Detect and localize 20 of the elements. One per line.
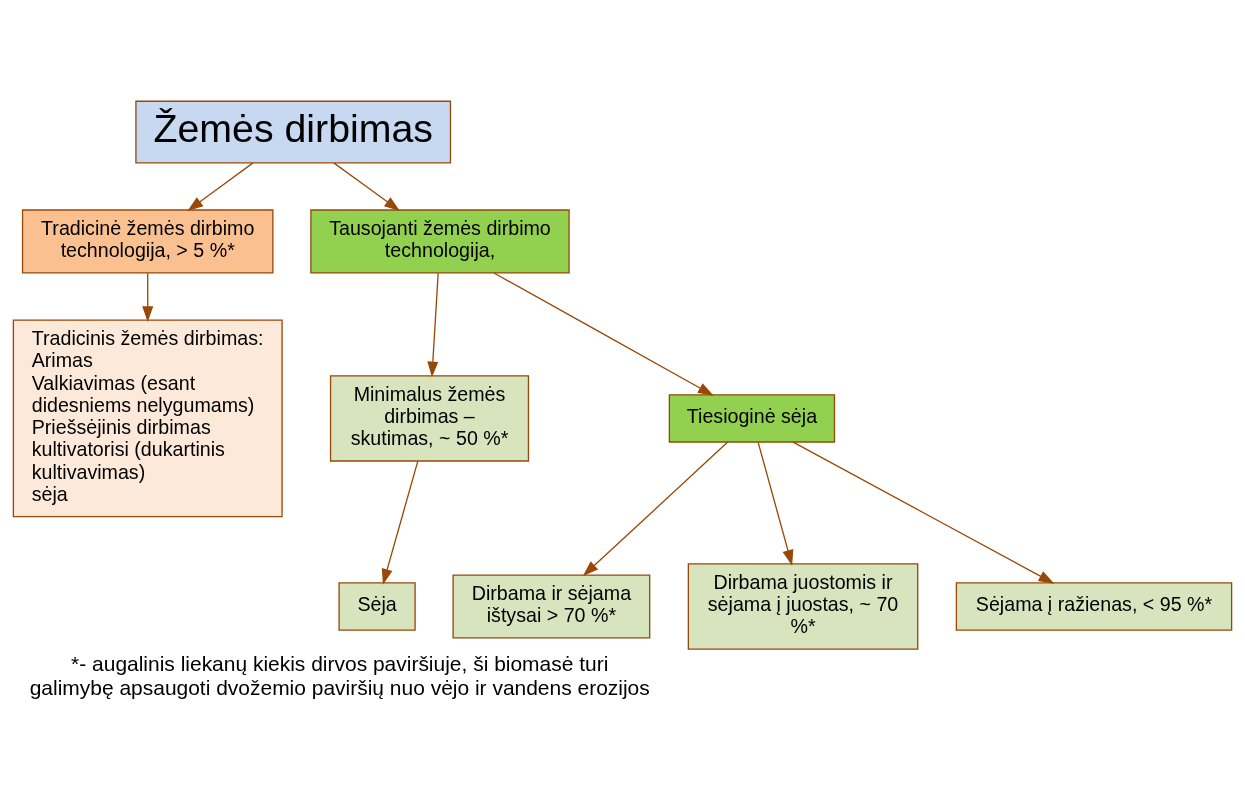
- node-box: Minimalus žemės dirbimas – skutimas, ~ 50 %*: [329, 374, 530, 462]
- node-box: Tausojanti žemės dirbimo technologija,: [310, 208, 570, 274]
- node-box: Tiesioginė sėja: [668, 393, 836, 443]
- node-box: Dirbama ir sėjama ištysai > 70 %*: [452, 573, 651, 639]
- arrow: [757, 440, 794, 566]
- arrow: [381, 460, 419, 585]
- node-box: Sėjama į ražienas, < 95 %*: [955, 581, 1233, 631]
- node-box: Tradicinis žemės dirbimas: Arimas Valkiavimas (esant didesniems nelygumams) Priešsėjinis dirbimas kultivatorisi (dukartinis kultivavimas) sėja: [12, 318, 283, 517]
- arrow: [187, 161, 254, 211]
- arrow: [427, 272, 439, 377]
- node-box: Sėja: [338, 581, 416, 631]
- caption: *- augalinis liekanų kiekis dirvos paviršiuje, ši biomasė turi galimybę apsaugoti dvožemio paviršių nuo vėjo ir vandens erozijos: [29, 651, 650, 699]
- node-box: Žemės dirbimas: [135, 100, 452, 163]
- arrow: [142, 272, 154, 322]
- node-box: Dirbama juostomis ir sėjama į juostas, ~ 70 %*: [687, 562, 919, 650]
- arrow: [333, 161, 400, 211]
- node-box: Tradicinė žemės dirbimo technologija, > 5 %*: [21, 208, 274, 274]
- arrow: [493, 271, 714, 396]
- arrow: [792, 440, 1055, 584]
- arrow: [582, 440, 729, 576]
